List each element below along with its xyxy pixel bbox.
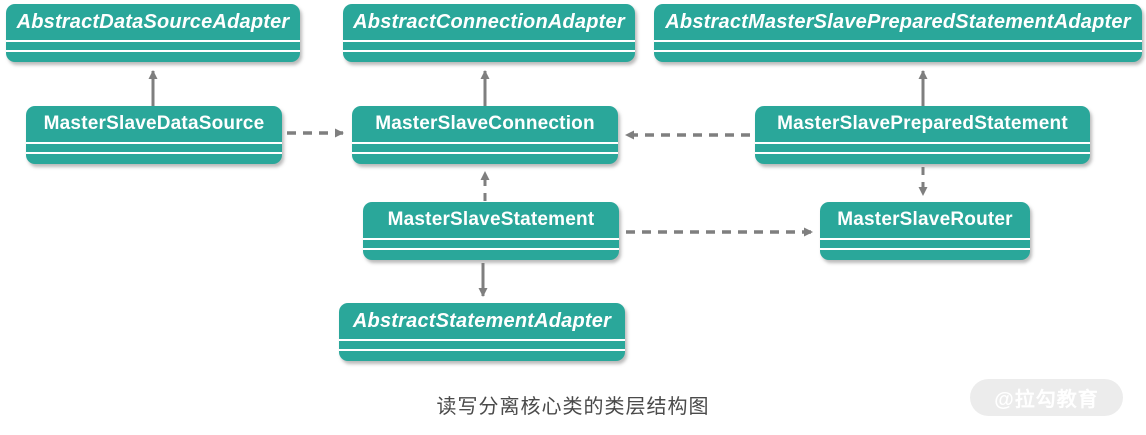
class-name-label: MasterSlavePreparedStatement [777,113,1068,134]
class-name-label: AbstractConnectionAdapter [353,10,625,33]
class-attributes-compartment [755,142,1090,152]
class-name-label: AbstractMasterSlavePreparedStatementAdap… [665,10,1131,33]
class-attributes-compartment [352,142,618,152]
class-name-label: AbstractStatementAdapter [352,309,612,332]
class-node-master-slave-statement: MasterSlaveStatement [363,202,619,260]
class-node-master-slave-connection: MasterSlaveConnection [352,106,618,164]
class-attributes-compartment [820,238,1030,248]
class-attributes-compartment [339,339,625,349]
class-attributes-compartment [26,142,282,152]
class-node-abstract-master-slave-prepared-statement-adapter: AbstractMasterSlavePreparedStatementAdap… [654,4,1142,62]
class-attributes-compartment [6,40,300,50]
class-name-label: MasterSlaveConnection [375,113,595,134]
class-methods-compartment [26,152,282,164]
class-methods-compartment [755,152,1090,164]
class-methods-compartment [363,248,619,260]
class-name-label: MasterSlaveStatement [387,209,595,230]
class-methods-compartment [352,152,618,164]
class-methods-compartment [654,50,1142,62]
class-methods-compartment [339,349,625,361]
class-node-abstract-statement-adapter: AbstractStatementAdapter [339,303,625,361]
diagram-caption: 读写分离核心类的类层结构图 [436,396,710,418]
class-node-master-slave-data-source: MasterSlaveDataSource [26,106,282,164]
class-node-master-slave-prepared-statement: MasterSlavePreparedStatement [755,106,1090,164]
class-attributes-compartment [363,238,619,248]
class-attributes-compartment [654,40,1142,50]
class-node-abstract-data-source-adapter: AbstractDataSourceAdapter [6,4,300,62]
class-methods-compartment [343,50,635,62]
class-attributes-compartment [343,40,635,50]
class-methods-compartment [6,50,300,62]
class-name-label: MasterSlaveDataSource [43,113,265,134]
class-name-label: AbstractDataSourceAdapter [16,10,290,33]
watermark-badge: @拉勾教育 [970,379,1123,416]
class-node-master-slave-router: MasterSlaveRouter [820,202,1030,260]
class-methods-compartment [820,248,1030,260]
class-name-label: MasterSlaveRouter [837,209,1013,230]
class-node-abstract-connection-adapter: AbstractConnectionAdapter [343,4,635,62]
